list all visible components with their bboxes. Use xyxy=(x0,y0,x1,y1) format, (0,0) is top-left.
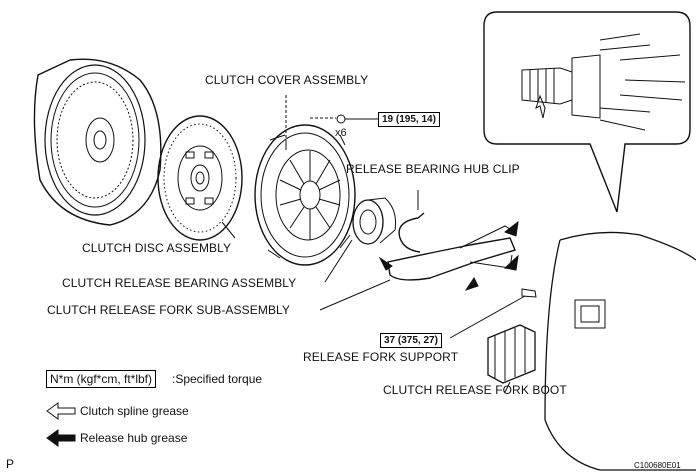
legend-hub-grease: Release hub grease xyxy=(80,431,188,445)
hub-grease-arrows xyxy=(378,220,519,291)
label-release-fork-support: RELEASE FORK SUPPORT xyxy=(303,350,459,364)
cover-bolt xyxy=(285,95,378,150)
label-clutch-release-fork-sub-assembly: CLUTCH RELEASE FORK SUB-ASSEMBLY xyxy=(47,303,291,317)
release-fork xyxy=(319,225,516,311)
label-clutch-cover-assembly: CLUTCH COVER ASSEMBLY xyxy=(205,73,369,87)
transaxle-housing xyxy=(544,231,696,471)
label-clutch-release-bearing-assembly: CLUTCH RELEASE BEARING ASSEMBLY xyxy=(62,276,297,290)
label-release-bearing-hub-clip: RELEASE BEARING HUB CLIP xyxy=(346,162,520,176)
bolt-count: x6 xyxy=(335,127,347,139)
fork-support-bolt xyxy=(449,288,537,339)
clutch-disc xyxy=(157,115,243,241)
page-letter: P xyxy=(6,457,15,471)
legend-torque-desc: :Specified torque xyxy=(172,372,263,386)
spline-grease-arrow-icon xyxy=(46,402,76,420)
torque-fork-support: 37 (375, 27) xyxy=(380,333,442,348)
hub-grease-arrow-icon xyxy=(46,429,76,447)
label-clutch-release-fork-boot: CLUTCH RELEASE FORK BOOT xyxy=(383,383,567,397)
inset-callout xyxy=(483,11,691,213)
legend-spline-grease: Clutch spline grease xyxy=(80,404,189,418)
torque-cover-bolts: 19 (195, 14) xyxy=(378,112,440,127)
label-clutch-disc-assembly: CLUTCH DISC ASSEMBLY xyxy=(82,241,232,255)
disc-leader xyxy=(221,221,236,239)
hub-clip xyxy=(398,190,425,253)
clutch-cover xyxy=(254,124,356,266)
fork-boot xyxy=(487,324,536,393)
figure-code: C100680E01 xyxy=(634,461,681,470)
flywheel xyxy=(33,58,162,226)
legend-torque-unit: N*m (kgf*cm, ft*lbf) xyxy=(46,370,157,388)
release-bearing xyxy=(324,197,396,283)
